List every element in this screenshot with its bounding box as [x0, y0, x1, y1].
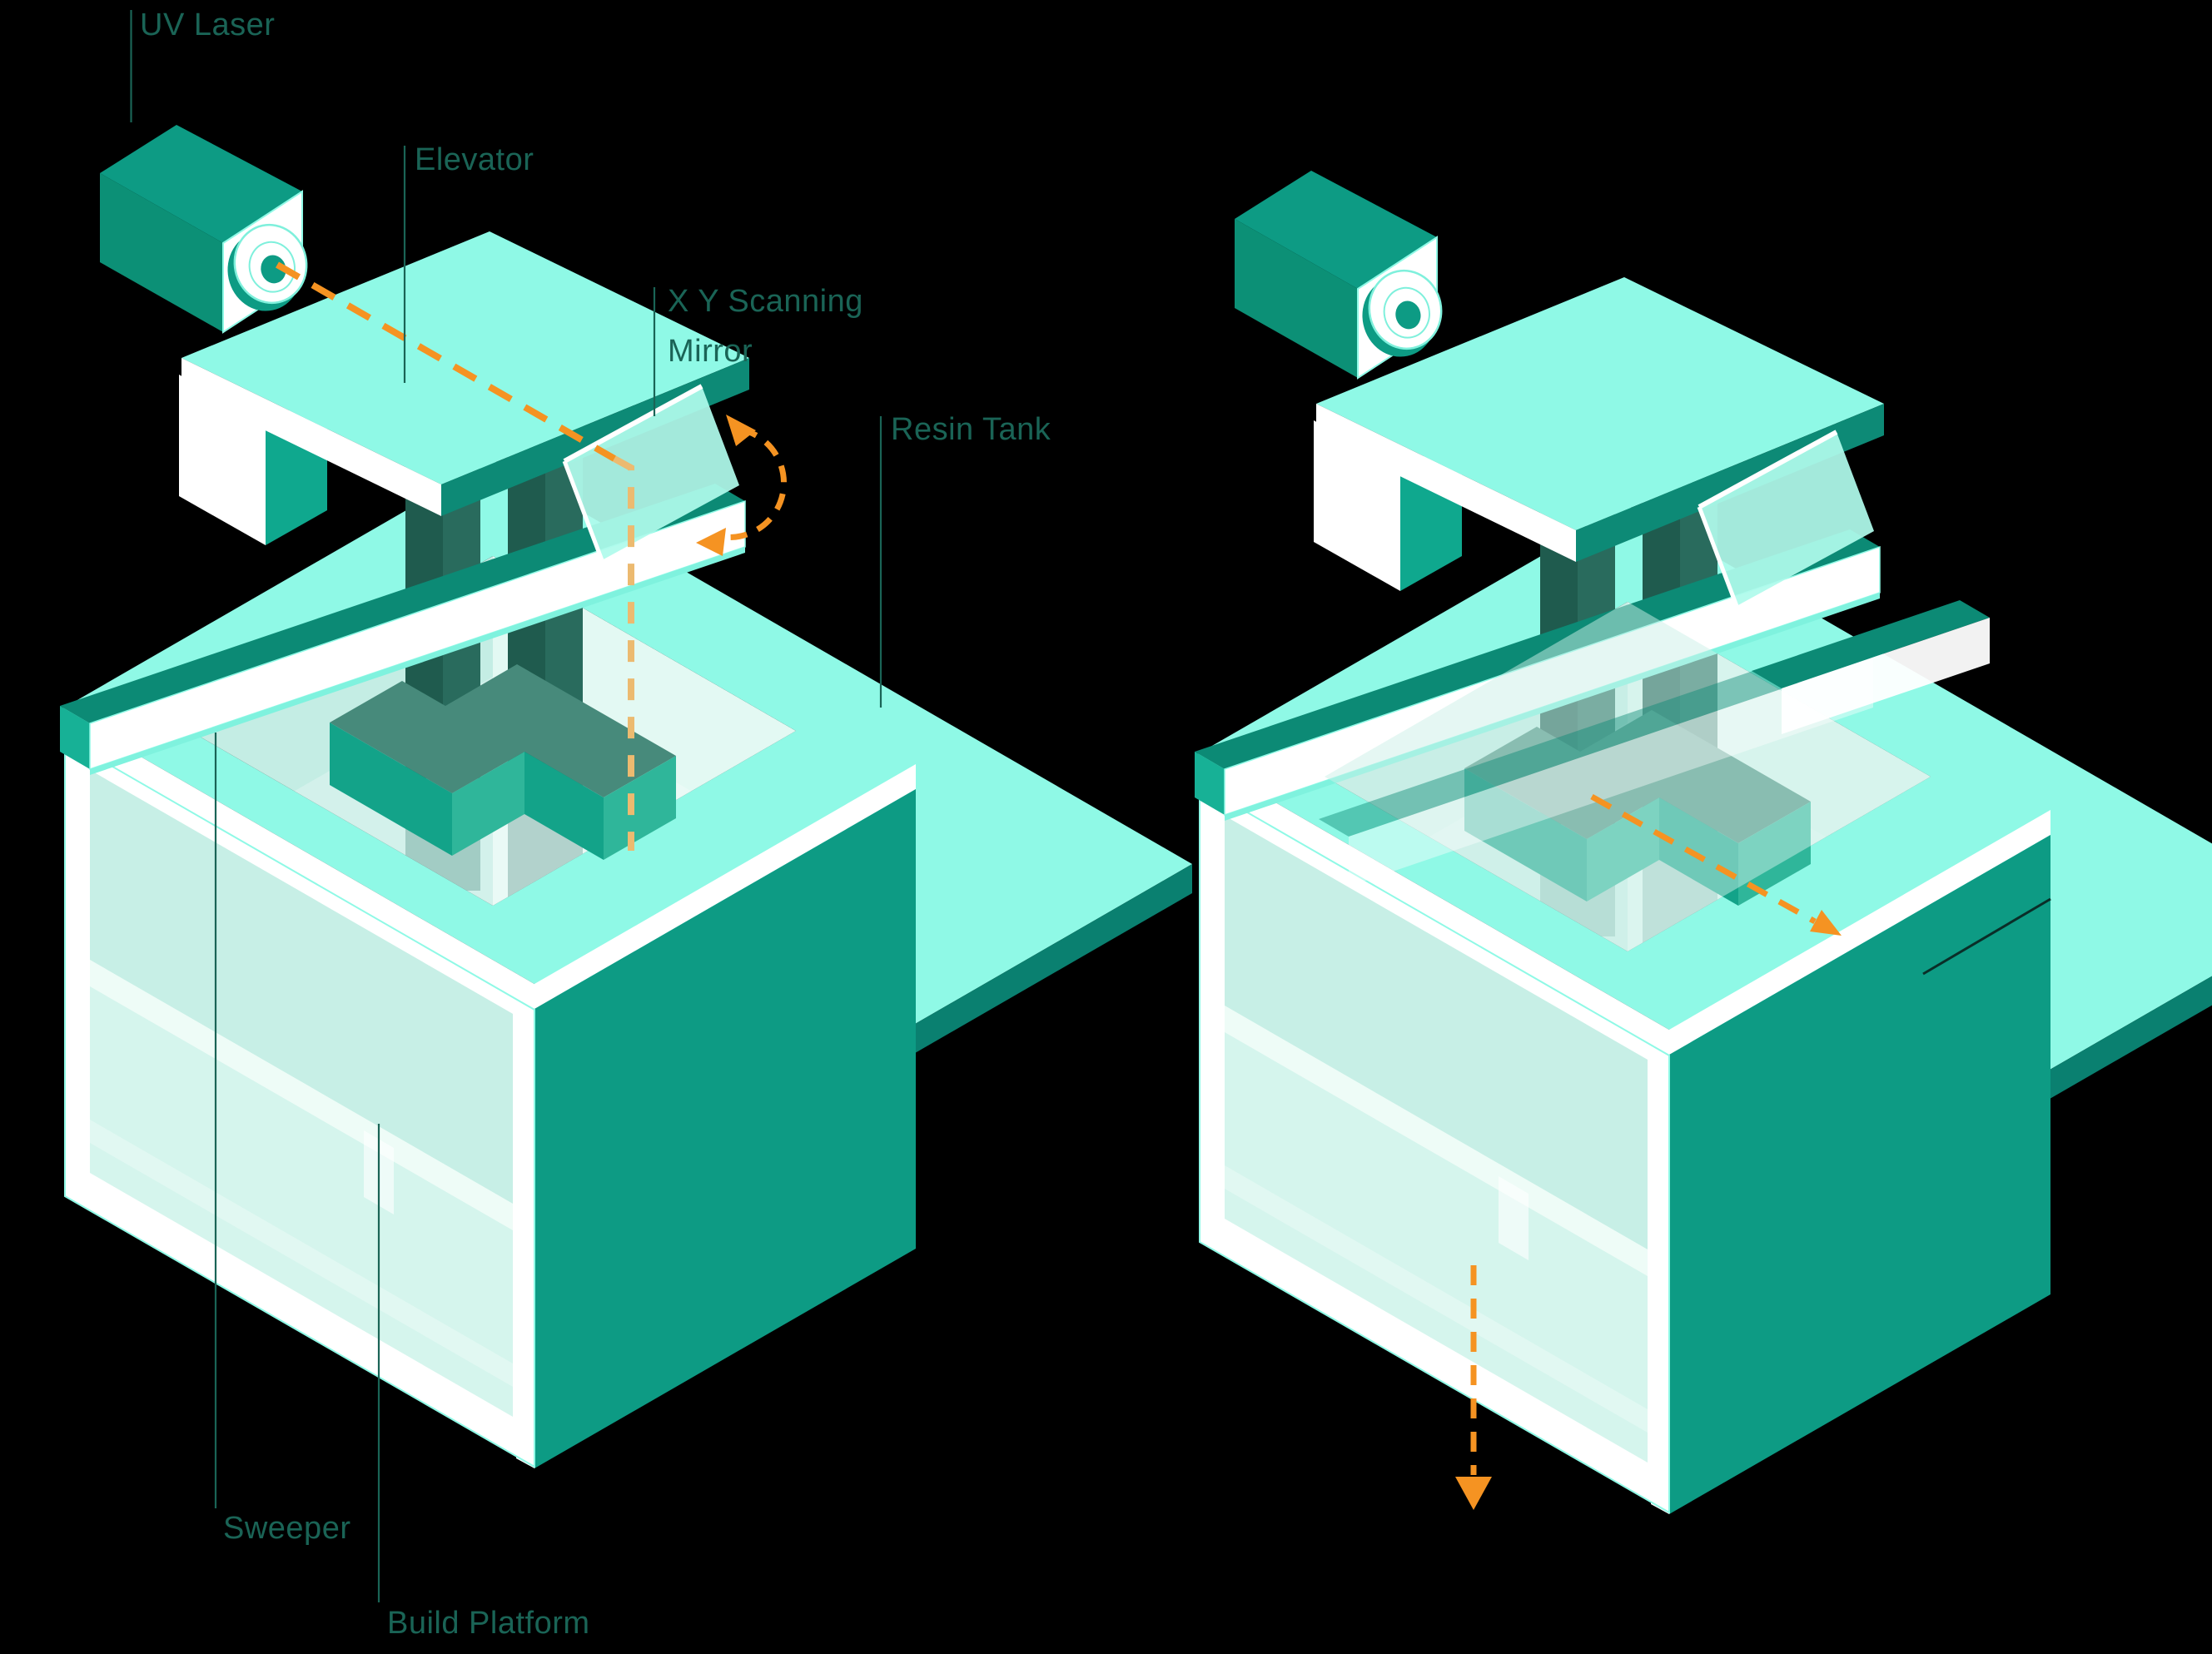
- label-uv-laser: UV Laser: [140, 7, 275, 42]
- printer-left: UV Laser Elevator X Y Scanning Mirror Re…: [60, 7, 1192, 1641]
- label-sweeper: Sweeper: [223, 1511, 350, 1546]
- sweeper-ghost-face: [1349, 658, 1873, 887]
- lower-direction-arrow: [1455, 1265, 1492, 1510]
- label-xy-mirror-line1: X Y Scanning: [668, 284, 863, 319]
- lower-arrowhead-icon: [1455, 1477, 1492, 1510]
- label-resin-tank: Resin Tank: [891, 412, 1051, 447]
- printer-left-structure: [60, 125, 1192, 1468]
- sweep-arrow-line: [1590, 793, 1817, 925]
- sweep-arrowhead-icon: [1810, 910, 1842, 936]
- rotation-arrowhead-down-icon: [696, 528, 726, 556]
- sweeper-ghost-top: [1319, 640, 1873, 837]
- laser-beam-to-resin: [613, 455, 634, 851]
- mirror-rotation-arrow: [696, 415, 787, 556]
- sweeper-ghost: [1319, 600, 1990, 887]
- printer-right: [1195, 171, 2212, 1514]
- label-elevator: Elevator: [415, 142, 534, 177]
- rotation-arrowhead-up-icon: [726, 415, 756, 446]
- label-xy-mirror-line2: Mirror: [668, 334, 753, 369]
- rim-seam-line: [1922, 897, 2051, 976]
- resin-overlay: [1325, 602, 1931, 951]
- sweeper-rail-face: [1782, 618, 1990, 734]
- rotation-arc: [717, 426, 787, 541]
- sweep-direction-arrow: [1590, 793, 1842, 936]
- label-build-platform: Build Platform: [387, 1606, 590, 1641]
- laser-beam-to-mirror: [276, 261, 616, 462]
- sweeper-rail-top: [1752, 600, 1990, 688]
